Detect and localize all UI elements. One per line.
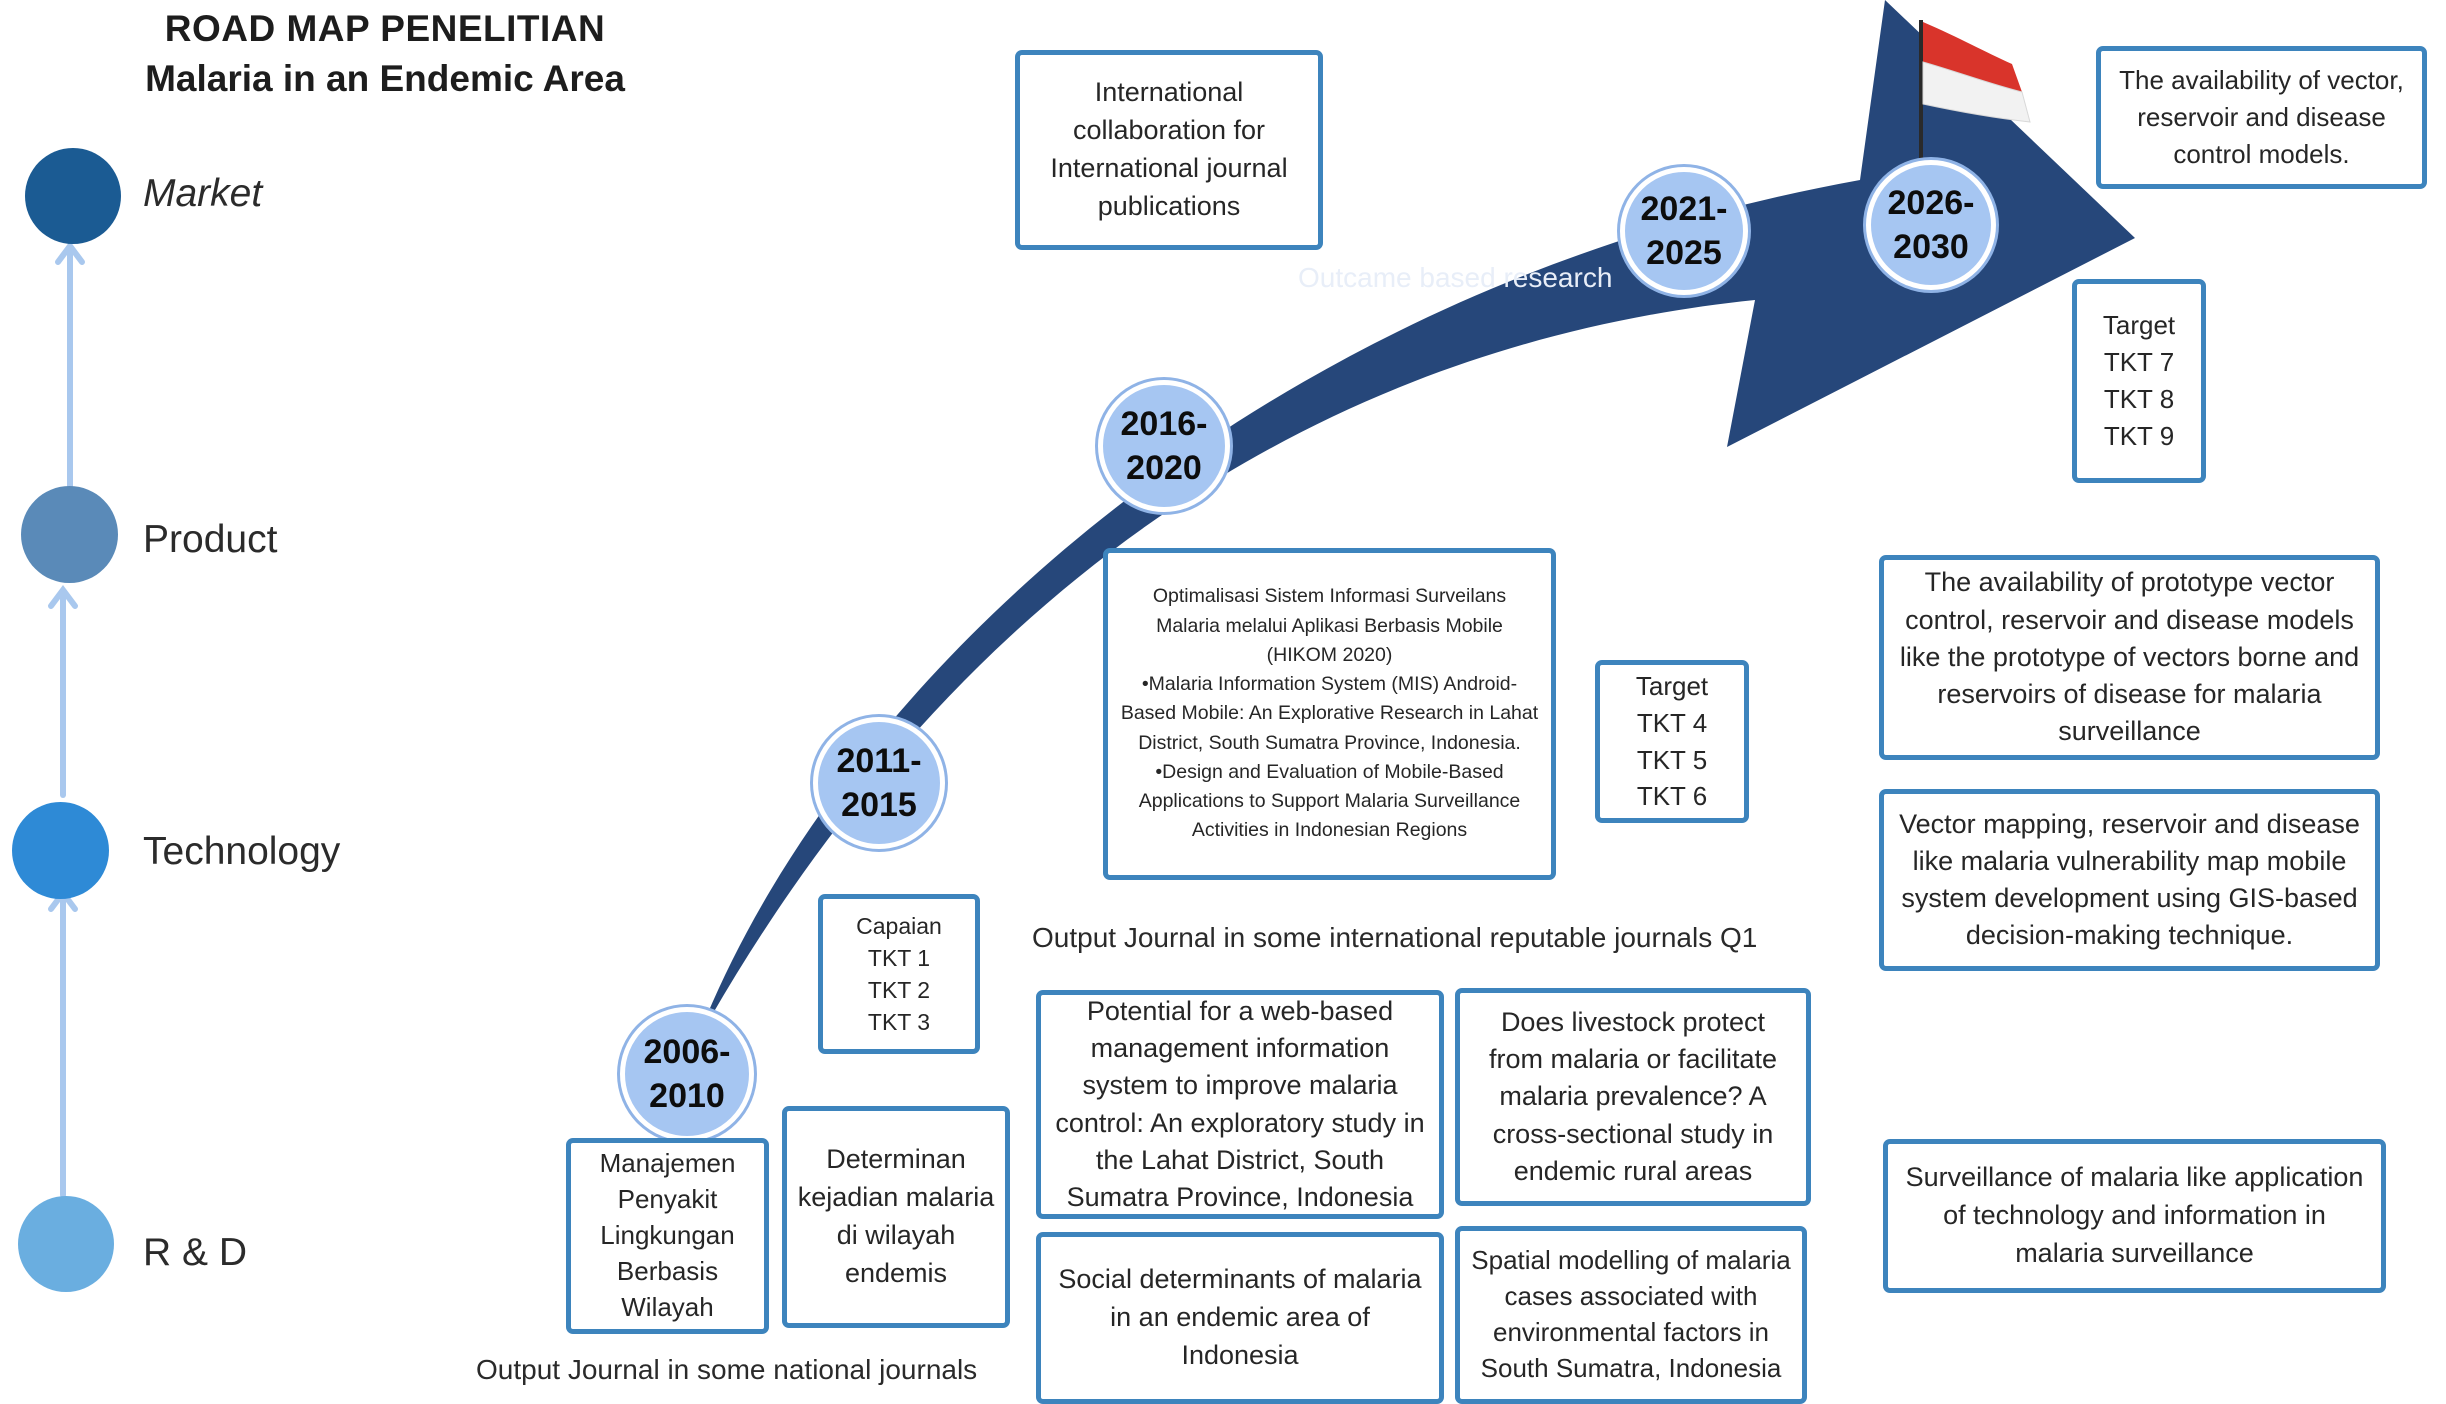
box-potential: Potential for a web-based management inf… <box>1036 990 1444 1219</box>
period-start: 2021- <box>1640 189 1728 228</box>
box-target-tkt-4-6: Target TKT 4 TKT 5 TKT 6 <box>1595 660 1749 823</box>
period-start: 2016- <box>1120 404 1208 443</box>
period-start: 2006- <box>643 1032 731 1071</box>
box-optimalisasi: Optimalisasi Sistem Informasi Surveilans… <box>1103 548 1556 880</box>
stage-label-market: Market <box>143 172 263 215</box>
connector-arrowhead-market <box>55 241 85 265</box>
stage-dot-rd <box>18 1196 114 1292</box>
period-end: 2020 <box>1126 449 1202 487</box>
curved-arrow-body <box>695 0 2135 1045</box>
stage-dot-product <box>21 486 118 583</box>
output-international-journals: Output Journal in some international rep… <box>1032 922 1758 953</box>
period-2016-2020: 2016- 2020 <box>1098 380 1230 512</box>
box-determinan: Determinan kejadian malaria di wilayah e… <box>782 1106 1010 1328</box>
stage-label-rd: R & D <box>143 1231 248 1274</box>
period-2006-2010: 2006- 2010 <box>620 1007 754 1141</box>
period-2021-2025: 2021- 2025 <box>1620 167 1748 295</box>
box-spatial: Spatial modelling of malaria cases assoc… <box>1455 1226 1807 1404</box>
period-end: 2025 <box>1646 234 1722 272</box>
roadmap-title: ROAD MAP PENELITIAN <box>164 8 606 49</box>
box-livestock: Does livestock protect from malaria or f… <box>1455 988 1811 1206</box>
box-target-tkt-7-9: Target TKT 7 TKT 8 TKT 9 <box>2072 279 2206 483</box>
roadmap-subtitle: Malaria in an Endemic Area <box>145 58 625 99</box>
output-national-journals: Output Journal in some national journals <box>476 1354 978 1385</box>
period-start: 2026- <box>1887 183 1975 222</box>
period-end: 2015 <box>841 786 917 824</box>
period-end: 2010 <box>649 1077 725 1115</box>
stage-dot-market <box>25 148 121 244</box>
arrow-label: Outcame based research <box>1298 262 1613 293</box>
period-2026-2030: 2026- 2030 <box>1866 160 1996 290</box>
box-vector-mapping: Vector mapping, reservoir and disease li… <box>1879 789 2380 971</box>
stage-label-product: Product <box>143 518 278 561</box>
stage-label-technology: Technology <box>143 830 341 873</box>
stage-axis <box>48 241 85 1198</box>
box-international-collaboration: International collaboration for Internat… <box>1015 50 1323 250</box>
box-capaian: Capaian TKT 1 TKT 2 TKT 3 <box>818 894 980 1054</box>
period-end: 2030 <box>1893 228 1969 266</box>
period-start: 2011- <box>836 741 922 780</box>
box-manajemen: Manajemen Penyakit Lingkungan Berbasis W… <box>566 1138 769 1334</box>
box-availability-prototype: The availability of prototype vector con… <box>1879 555 2380 760</box>
box-social: Social determinants of malaria in an end… <box>1036 1232 1444 1404</box>
period-2011-2015: 2011- 2015 <box>813 717 945 849</box>
box-availability-vector: The availability of vector, reservoir an… <box>2096 46 2427 189</box>
connector-arrowhead-product <box>48 585 78 609</box>
stage-dot-technology <box>12 802 109 899</box>
box-surveillance: Surveillance of malaria like application… <box>1883 1139 2386 1293</box>
